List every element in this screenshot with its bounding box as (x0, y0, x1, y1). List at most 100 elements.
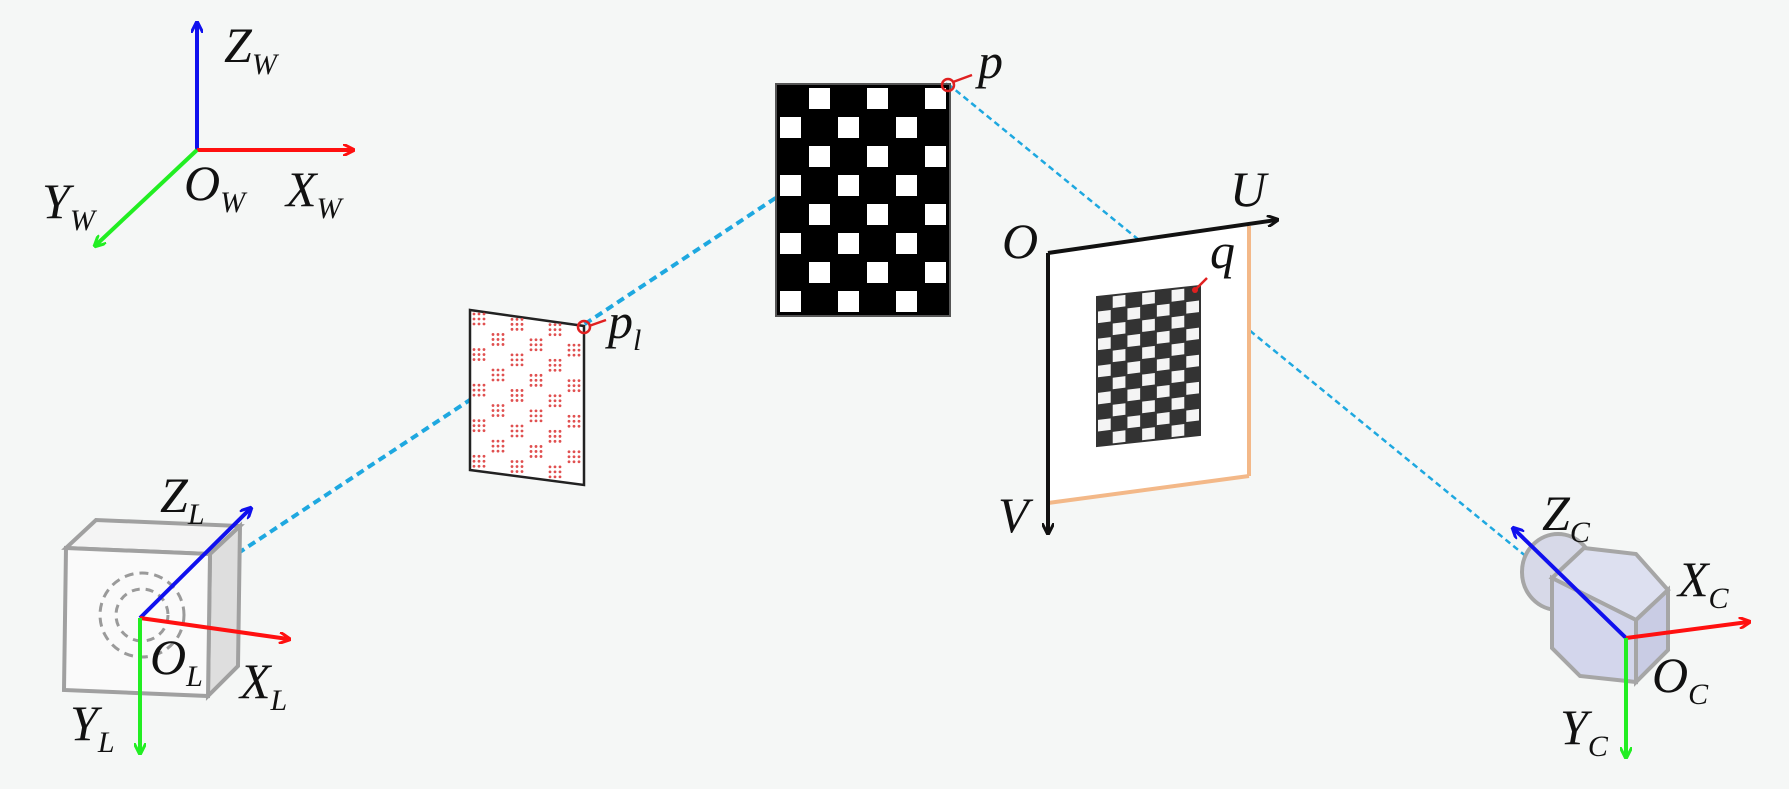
checker-square (867, 204, 888, 225)
checker-square (809, 204, 830, 225)
laser-dot (548, 439, 552, 443)
laser-dot (510, 389, 514, 392)
laser-dot (510, 353, 514, 357)
laser-dot (553, 399, 557, 403)
checker-square (838, 291, 859, 312)
laser-dot (515, 460, 519, 463)
laser-dot (553, 439, 557, 443)
laser-dot (553, 328, 557, 332)
laser-dot (477, 383, 481, 387)
laser-dot (567, 384, 571, 388)
laser-dot (553, 368, 557, 372)
laser-dot (510, 399, 514, 402)
laser-dot (572, 450, 576, 454)
laser-dot (491, 414, 495, 417)
laser-dot (482, 348, 486, 351)
laser-dot (510, 327, 514, 331)
laser-dot (477, 419, 481, 423)
laser-dot (515, 327, 519, 331)
laser-dot (491, 373, 495, 377)
image-checker-square (1127, 333, 1141, 348)
laser-dot (529, 445, 533, 448)
laser-dot (496, 444, 500, 448)
laser-dot (529, 343, 533, 347)
laser-dot (477, 464, 481, 468)
image-origin-label: O (1002, 213, 1038, 269)
image-checker-squares (1098, 288, 1199, 444)
laser-dot (482, 388, 486, 392)
world-origin-label: OW (184, 155, 248, 219)
laser-dot (558, 363, 562, 367)
laser-dot (548, 399, 552, 403)
laser-dot (496, 368, 500, 372)
image-checker-square (1112, 403, 1126, 417)
laser-dot (520, 465, 524, 468)
laser-dot (501, 338, 505, 341)
image-checker-square (1142, 291, 1155, 305)
laser-dot (548, 394, 552, 398)
laser-dot (520, 434, 524, 438)
laser-dot (520, 358, 524, 362)
checker-square (780, 233, 801, 254)
laser-dot (558, 439, 562, 443)
laser-dot (515, 399, 519, 402)
laser-dot (520, 363, 524, 367)
image-v-label: V (998, 487, 1034, 543)
image-checker-square (1156, 357, 1170, 371)
laser-dot (477, 459, 481, 463)
image-checker-square (1171, 315, 1185, 329)
laser-dot (548, 429, 552, 433)
laser-dot (472, 419, 476, 423)
laser-dot (558, 328, 562, 332)
laser-dot (477, 429, 481, 433)
laser-dot (572, 455, 576, 459)
checker-square (809, 88, 830, 109)
laser-dot (558, 399, 562, 403)
laser-dot (520, 429, 524, 433)
laser-dot (496, 409, 500, 412)
laser-dot (577, 384, 581, 388)
laser-dot (501, 333, 505, 336)
point-pl-label: pl (605, 293, 641, 357)
image-checker-square (1186, 300, 1199, 314)
laser-dot (539, 450, 543, 453)
laser-dot (515, 429, 519, 433)
laser-dot (553, 404, 557, 408)
image-checker-square (1112, 294, 1126, 308)
laser-dot (567, 424, 571, 428)
laser-dot (482, 419, 486, 423)
laser-dot (534, 414, 538, 418)
laser-dot (501, 409, 505, 412)
checker-square (867, 88, 888, 109)
laser-dot (577, 455, 581, 459)
world-y-axis (96, 148, 199, 245)
laser-dot (482, 322, 486, 326)
laser-dot (548, 475, 552, 479)
laser-dot (477, 322, 481, 326)
image-checker-square (1142, 318, 1155, 332)
image-checker-square (1127, 361, 1141, 375)
checker-square (925, 88, 946, 109)
laser-dot (501, 368, 505, 372)
laser-dot (510, 434, 514, 438)
image-checker-square (1142, 372, 1155, 387)
checker-square (925, 204, 946, 225)
camera-y-label: YC (1560, 699, 1609, 763)
laser-dot (491, 343, 495, 346)
laser-dot (515, 434, 519, 438)
laser-dot (572, 460, 576, 464)
checkerboard-target (775, 83, 951, 317)
laser-dot (515, 363, 519, 367)
checker-square (780, 117, 801, 138)
laser-dot (567, 419, 571, 423)
image-checker-frame (1096, 284, 1201, 448)
laser-dot (501, 373, 505, 377)
laser-dot (572, 384, 576, 388)
laser-dot (548, 323, 552, 327)
laser-dot (491, 444, 495, 448)
laser-dot (572, 353, 576, 357)
point-p: p (940, 33, 1003, 93)
laser-dot (472, 429, 476, 433)
laser-dot (534, 450, 538, 453)
checker-square (838, 233, 859, 254)
